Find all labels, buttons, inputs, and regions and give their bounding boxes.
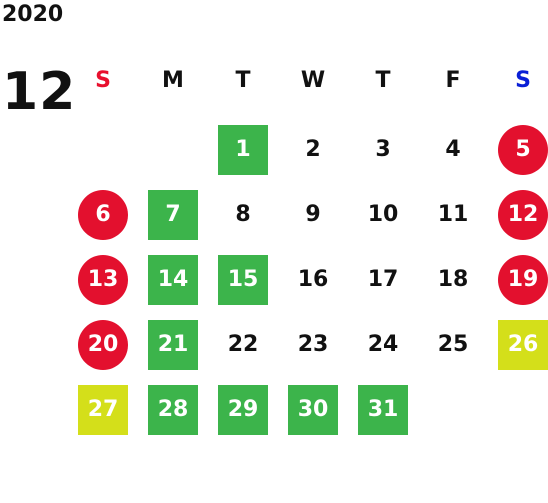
day-2[interactable]: 2	[305, 137, 321, 162]
day-13[interactable]: 13	[78, 255, 128, 305]
day-16[interactable]: 16	[297, 267, 329, 292]
day-20[interactable]: 20	[78, 320, 128, 370]
day-24[interactable]: 24	[367, 332, 399, 357]
day-27[interactable]: 27	[78, 385, 128, 435]
year-label: 2020	[2, 2, 64, 27]
weekday-header-sun: S	[95, 68, 111, 93]
day-3[interactable]: 3	[375, 137, 391, 162]
day-29[interactable]: 29	[218, 385, 268, 435]
weekday-header-sat: S	[515, 68, 531, 93]
day-10[interactable]: 10	[367, 202, 399, 227]
day-6[interactable]: 6	[78, 190, 128, 240]
day-17[interactable]: 17	[367, 267, 399, 292]
day-30[interactable]: 30	[288, 385, 338, 435]
weekday-header-fri: F	[445, 68, 461, 93]
day-22[interactable]: 22	[227, 332, 259, 357]
day-25[interactable]: 25	[437, 332, 469, 357]
day-5[interactable]: 5	[498, 125, 548, 175]
weekday-header-wed: W	[300, 68, 326, 93]
day-15[interactable]: 15	[218, 255, 268, 305]
day-7[interactable]: 7	[148, 190, 198, 240]
month-label: 12	[2, 62, 77, 122]
day-12[interactable]: 12	[498, 190, 548, 240]
day-23[interactable]: 23	[297, 332, 329, 357]
day-18[interactable]: 18	[437, 267, 469, 292]
day-26[interactable]: 26	[498, 320, 548, 370]
day-4[interactable]: 4	[445, 137, 461, 162]
weekday-header-thu: T	[375, 68, 391, 93]
day-19[interactable]: 19	[498, 255, 548, 305]
day-8[interactable]: 8	[235, 202, 251, 227]
weekday-header-tue: T	[235, 68, 251, 93]
day-21[interactable]: 21	[148, 320, 198, 370]
weekday-header-mon: M	[162, 68, 184, 93]
day-28[interactable]: 28	[148, 385, 198, 435]
day-14[interactable]: 14	[148, 255, 198, 305]
day-31[interactable]: 31	[358, 385, 408, 435]
day-9[interactable]: 9	[305, 202, 321, 227]
day-11[interactable]: 11	[437, 202, 469, 227]
day-1[interactable]: 1	[218, 125, 268, 175]
